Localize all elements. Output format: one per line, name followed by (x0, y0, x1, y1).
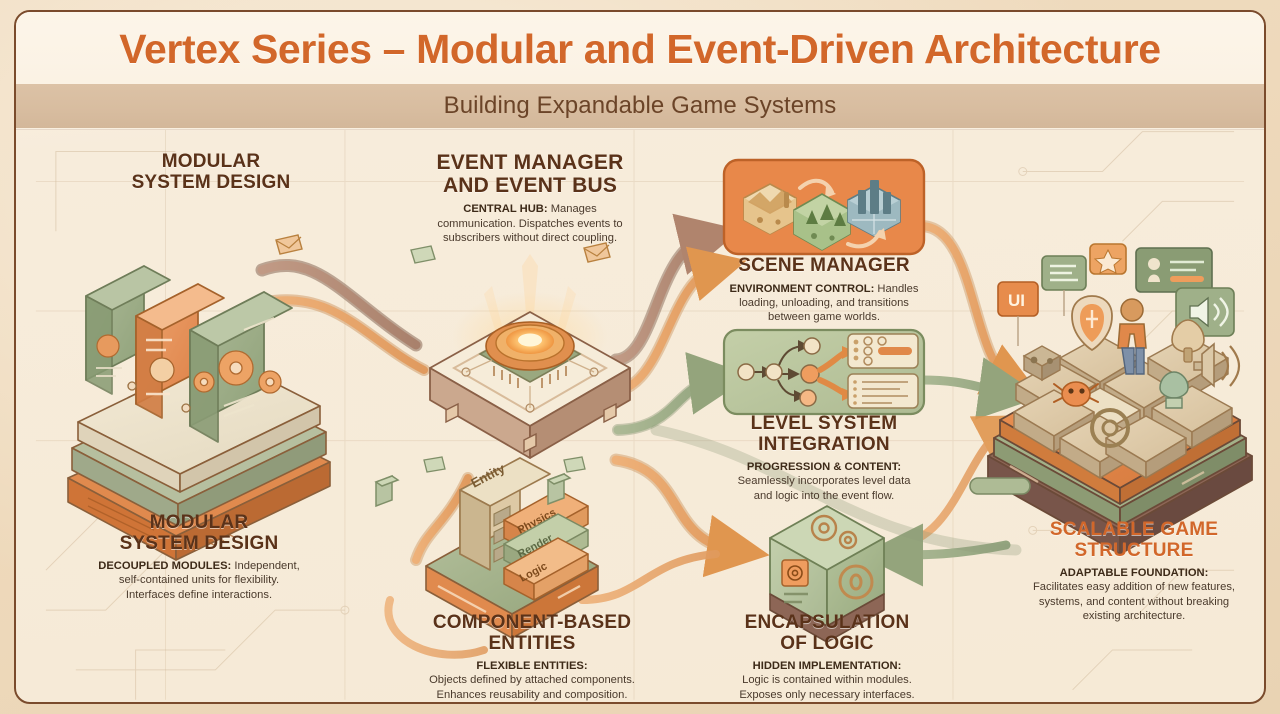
poster-header: Vertex Series – Modular and Event-Driven… (16, 12, 1264, 130)
list-icon (1041, 255, 1087, 291)
label-modular-bottom: MODULAR SYSTEM DESIGN DECOUPLED MODULES:… (54, 512, 344, 602)
encapsulation-illustration (752, 498, 902, 643)
label-scalable-structure: SCALABLE GAME STRUCTURE ADAPTABLE FOUNDA… (1001, 519, 1264, 623)
body-line: self-contained units for flexibility. (118, 574, 280, 587)
desert-scene-tile (743, 183, 797, 235)
city-scene-tile (847, 180, 901, 237)
bush-icon (1159, 371, 1189, 409)
heading-line: EVENT MANAGER (436, 151, 624, 174)
diagram-canvas: Entity Physics (16, 130, 1264, 702)
body-line: ENVIRONMENT CONTROL: Handles (729, 282, 919, 295)
tree-icon (1171, 319, 1205, 363)
body-line: and logic into the event flow. (753, 489, 895, 502)
label-component-entities: COMPONENT-BASED ENTITIES FLEXIBLE ENTITI… (382, 612, 682, 702)
heading-line: SCENE MANAGER (738, 255, 910, 276)
body-line: Seamlessly incorporates level data (737, 475, 911, 488)
body-line: CENTRAL HUB: Manages (463, 203, 597, 216)
event-hub-illustration (414, 250, 646, 490)
body-line: Exposes only necessary interfaces. (739, 688, 915, 701)
body-line: DECOUPLED MODULES: Independent, (98, 560, 300, 573)
label-encapsulation: ENCAPSULATION OF LOGIC HIDDEN IMPLEMENTA… (696, 612, 958, 702)
level-data-card-2 (847, 373, 919, 409)
heading-line: STRUCTURE (1074, 539, 1194, 561)
heading-line: SCALABLE GAME (1049, 519, 1219, 540)
heading-line: SYSTEM DESIGN (119, 532, 279, 554)
floating-ui-cards: UI (997, 243, 1235, 346)
body-line: between game worlds. (768, 311, 880, 324)
body-line: communication. Dispatches events to (437, 217, 623, 230)
subtitle-band: Building Expandable Game Systems (16, 84, 1264, 128)
cube-icon (1022, 345, 1062, 382)
poster-frame: Vertex Series – Modular and Event-Driven… (14, 10, 1266, 704)
label-event-manager: EVENT MANAGER AND EVENT BUS CENTRAL HUB:… (388, 151, 672, 245)
heading-line: ENCAPSULATION (744, 612, 910, 633)
body-line: ADAPTABLE FOUNDATION: (1059, 567, 1209, 580)
svg-text:UI: UI (1008, 291, 1025, 310)
star-icon (1089, 243, 1127, 275)
heading-line: OF LOGIC (780, 632, 874, 654)
body-line: HIDDEN IMPLEMENTATION: (752, 660, 902, 673)
entity-side-chips (374, 472, 572, 508)
body-line: subscribers without direct coupling. (442, 232, 618, 244)
heading-line: LEVEL SYSTEM (750, 413, 898, 434)
page-subtitle: Building Expandable Game Systems (443, 92, 837, 119)
audio-icon (1193, 342, 1241, 388)
scene-manager-illustration (722, 158, 926, 256)
label-level-system: LEVEL SYSTEM INTEGRATION PROGRESSION & C… (702, 413, 946, 503)
level-data-card-1 (847, 333, 919, 369)
shield-icon (1071, 295, 1113, 352)
body-line: existing architecture. (1082, 610, 1186, 623)
page-title: Vertex Series – Modular and Event-Driven… (119, 26, 1161, 72)
body-line: Objects defined by attached components. (429, 674, 635, 687)
scalable-structure-illustration: UI (969, 242, 1264, 555)
ui-icon: UI (997, 281, 1039, 317)
body-line: Interfaces define interactions. (125, 588, 273, 601)
body-line: systems, and content without breaking (1038, 595, 1230, 608)
heading-line: INTEGRATION (758, 433, 890, 455)
label-scene-manager: SCENE MANAGER ENVIRONMENT CONTROL: Handl… (702, 255, 946, 325)
heading-line: MODULAR (149, 512, 249, 533)
scene-transition-arrow-1 (798, 178, 834, 194)
character-icon (1117, 298, 1147, 375)
body-line: PROGRESSION & CONTENT: (746, 461, 902, 474)
gear-icon (1090, 408, 1130, 448)
body-line: Enhances reusability and composition. (436, 688, 628, 701)
heading-line: SYSTEM DESIGN (131, 171, 291, 193)
heading-line: AND EVENT BUS (442, 173, 618, 197)
enemy-icon (1053, 381, 1099, 407)
heading-line: ENTITIES (488, 632, 576, 654)
level-system-illustration (722, 328, 926, 416)
body-line: Logic is contained within modules. (742, 674, 912, 687)
heading-line: MODULAR (161, 151, 261, 172)
body-line: FLEXIBLE ENTITIES: (476, 660, 588, 673)
modular-system-illustration (58, 230, 358, 561)
label-modular-top: MODULAR SYSTEM DESIGN (76, 151, 346, 193)
body-line: Facilitates easy addition of new feature… (1032, 581, 1236, 594)
heading-line: COMPONENT-BASED (432, 612, 632, 633)
character-card-icon (1135, 247, 1213, 293)
forest-scene-tile (793, 193, 851, 251)
component-entities-illustration: Entity Physics (408, 448, 618, 639)
body-line: loading, unloading, and transitions (739, 296, 909, 309)
